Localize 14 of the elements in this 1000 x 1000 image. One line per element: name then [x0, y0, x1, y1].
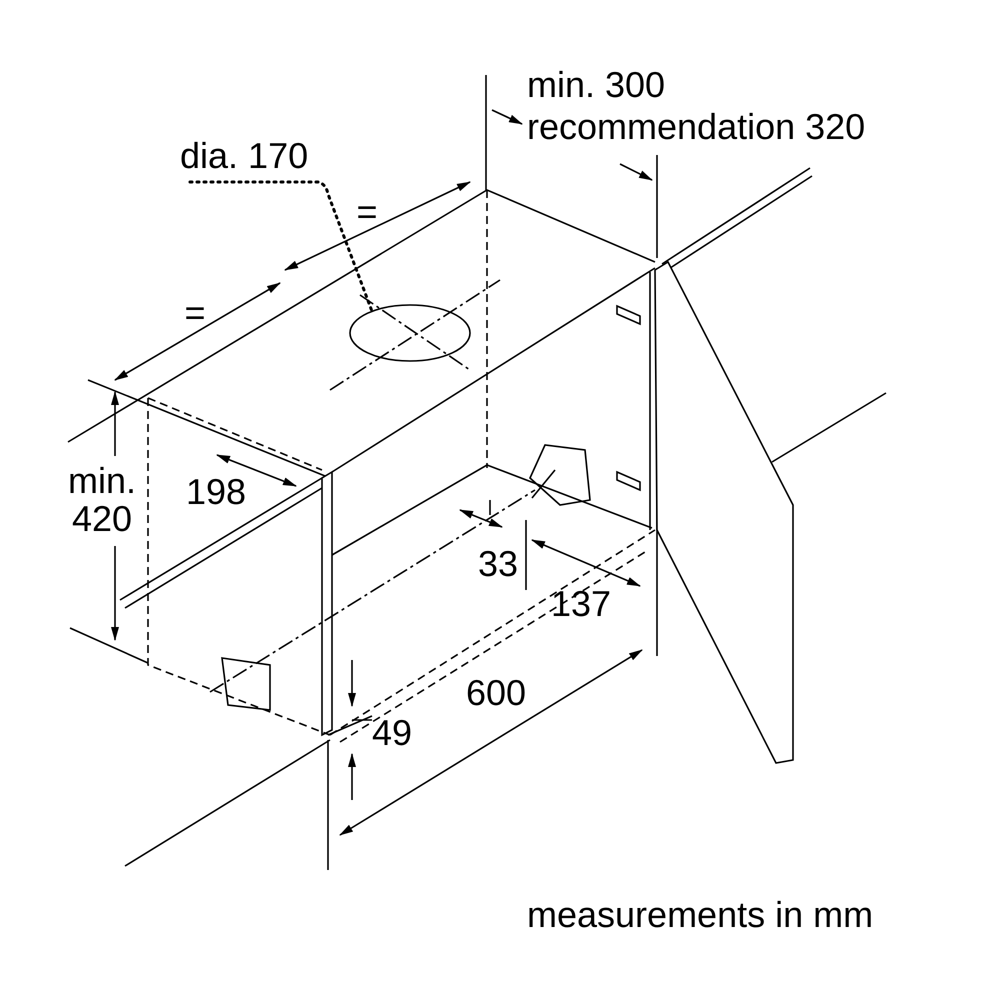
dimension-label: =	[183, 294, 207, 332]
dimension-label: 137	[551, 585, 612, 623]
dimension-label: =	[355, 193, 379, 231]
dimension-label: min. 420	[66, 462, 137, 538]
dimension-label: recommendation 320	[527, 108, 866, 146]
dimension-label: 600	[466, 674, 528, 712]
duct-hole	[349, 304, 471, 362]
dimension-label: 33	[478, 545, 520, 583]
dimension-label: 198	[186, 473, 248, 511]
dimension-label: min. 300	[527, 66, 666, 104]
callout-text: dia. 170	[180, 136, 340, 176]
dimension-label: measurements in mm	[527, 896, 874, 934]
leader-line	[188, 180, 374, 313]
dimension-label: 49	[372, 714, 414, 752]
